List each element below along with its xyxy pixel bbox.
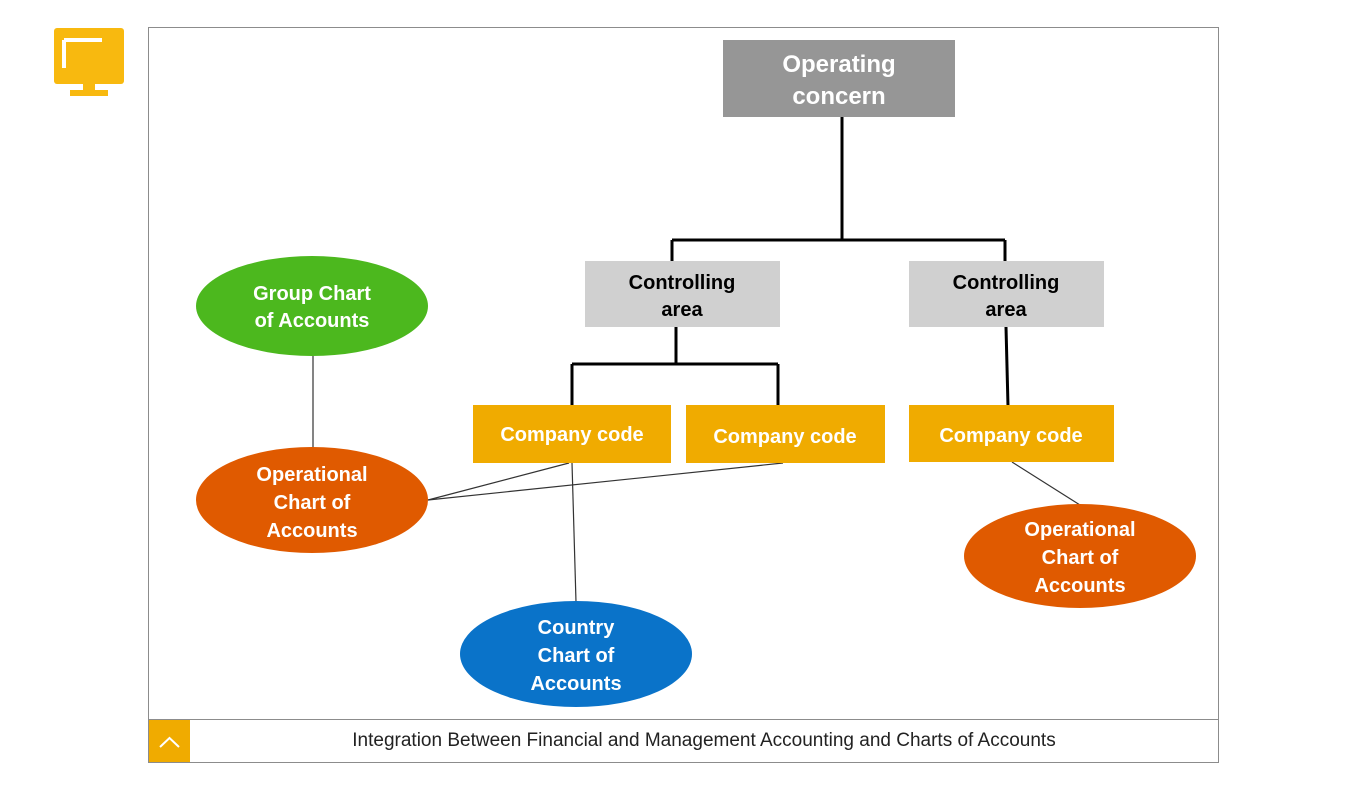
caption-bar [148,719,1219,763]
operational-chart-2-line-1: Operational [1024,519,1135,541]
caption-toggle-button[interactable] [149,720,190,762]
company-code-2-label: Company code [713,426,856,448]
country-chart-line-2: Chart of [538,645,615,667]
operational-chart-2-line-3: Accounts [1034,575,1125,597]
group-chart-line-1: Group Chart [253,283,371,305]
figure-caption: Integration Between Financial and Manage… [352,730,1056,751]
company-code-node-1: Company code [473,405,671,463]
operational-chart-node-1: Operational Chart of Accounts [196,447,428,553]
country-chart-line-3: Accounts [530,673,621,695]
company-code-1-label: Company code [500,424,643,446]
controlling-area-1-line-1: Controlling [629,272,736,294]
assignment-connectors [312,356,1081,603]
group-chart-node: Group Chart of Accounts [196,256,428,356]
group-chart-line-2: of Accounts [255,310,370,332]
operational-chart-1-line-2: Chart of [274,492,351,514]
country-chart-line-1: Country [538,617,616,639]
monitor-icon [54,28,124,96]
chevron-up-icon [159,736,180,748]
company-code-node-2: Company code [686,405,885,463]
controlling-area-node-1: Controlling area [585,261,780,327]
controlling-area-node-2: Controlling area [909,261,1104,327]
company-code-3-label: Company code [939,425,1082,447]
operational-chart-node-2: Operational Chart of Accounts [964,504,1196,608]
controlling-area-1-line-2: area [661,299,703,321]
company-code-node-3: Company code [909,405,1114,462]
operational-chart-1-line-1: Operational [256,464,367,486]
operational-chart-2-line-2: Chart of [1042,547,1119,569]
hierarchy-connectors [570,117,1010,407]
operating-concern-node: Operating concern [723,40,955,117]
controlling-area-2-line-1: Controlling [953,272,1060,294]
operating-concern-line-2: concern [792,83,885,110]
operational-chart-1-line-3: Accounts [266,520,357,542]
controlling-area-2-line-2: area [985,299,1027,321]
country-chart-node: Country Chart of Accounts [460,601,692,707]
operating-concern-line-1: Operating [782,51,895,78]
